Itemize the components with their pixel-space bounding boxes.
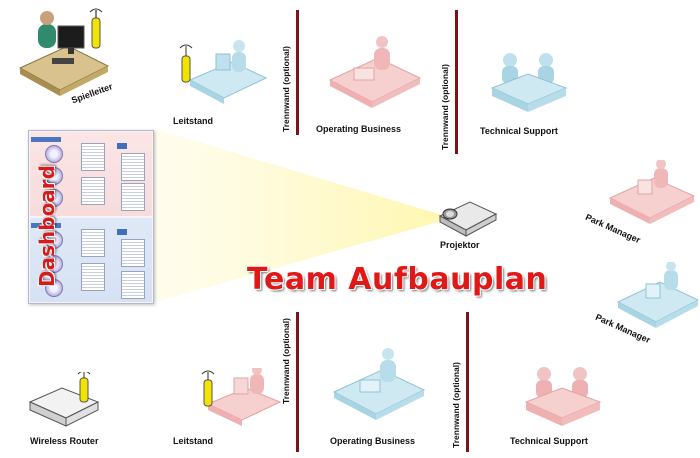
partition-wall bbox=[455, 10, 458, 154]
projector-beam bbox=[152, 128, 452, 303]
status-chip bbox=[117, 143, 127, 149]
operating-desk-icon bbox=[328, 36, 422, 108]
partition-wall bbox=[296, 10, 299, 135]
wireless-router-label: Wireless Router bbox=[30, 436, 99, 446]
partition-wall-label: Trennwand (optional) bbox=[281, 46, 291, 132]
leitstand-bottom-label: Leitstand bbox=[173, 436, 214, 446]
gauge-icon bbox=[45, 167, 63, 185]
mini-table bbox=[121, 239, 145, 267]
mini-table bbox=[121, 153, 145, 181]
partition-wall bbox=[466, 312, 469, 452]
spielleiter-workstation-icon bbox=[18, 8, 110, 96]
status-chip bbox=[117, 229, 127, 235]
mini-table bbox=[81, 177, 105, 205]
gauge-icon bbox=[45, 145, 63, 163]
operating-top-label: Operating Business bbox=[316, 124, 402, 134]
support-top-label: Technical Support bbox=[480, 126, 558, 136]
mini-table bbox=[121, 271, 145, 299]
leitstand-desk-icon bbox=[201, 368, 282, 426]
operating-desk-icon bbox=[332, 348, 426, 420]
partition-wall bbox=[296, 312, 299, 452]
wireless-router-icon bbox=[28, 372, 100, 427]
support-bottom-label: Technical Support bbox=[510, 436, 588, 446]
mini-table bbox=[81, 143, 105, 171]
dashboard-label: Dashboard bbox=[34, 165, 59, 287]
gauge-icon bbox=[45, 279, 63, 297]
mini-table bbox=[81, 229, 105, 257]
partition-wall-label: Trennwand (optional) bbox=[281, 318, 291, 404]
gauge-icon bbox=[45, 231, 63, 249]
mini-table bbox=[81, 263, 105, 291]
partition-wall-label: Trennwand (optional) bbox=[440, 64, 450, 150]
dashboard-header-bar bbox=[31, 137, 61, 142]
park-manager-desk-icon bbox=[616, 262, 700, 328]
park-manager-desk-icon bbox=[608, 160, 696, 224]
mini-table bbox=[121, 183, 145, 211]
projektor-label: Projektor bbox=[440, 240, 480, 250]
leitstand-desk-icon bbox=[179, 40, 268, 104]
meeting-table-icon bbox=[490, 53, 568, 112]
gauge-icon bbox=[45, 255, 63, 273]
leitstand-top-label: Leitstand bbox=[173, 116, 214, 126]
dashboard-panel bbox=[28, 130, 154, 304]
gauge-icon bbox=[45, 189, 63, 207]
operating-bottom-label: Operating Business bbox=[330, 436, 416, 446]
partition-wall-label: Trennwand (optional) bbox=[451, 362, 461, 448]
projector-icon bbox=[438, 201, 498, 237]
page-title: Team Aufbauplan bbox=[247, 262, 548, 297]
dashboard-header-bar bbox=[31, 223, 61, 228]
meeting-table-icon bbox=[524, 367, 602, 426]
